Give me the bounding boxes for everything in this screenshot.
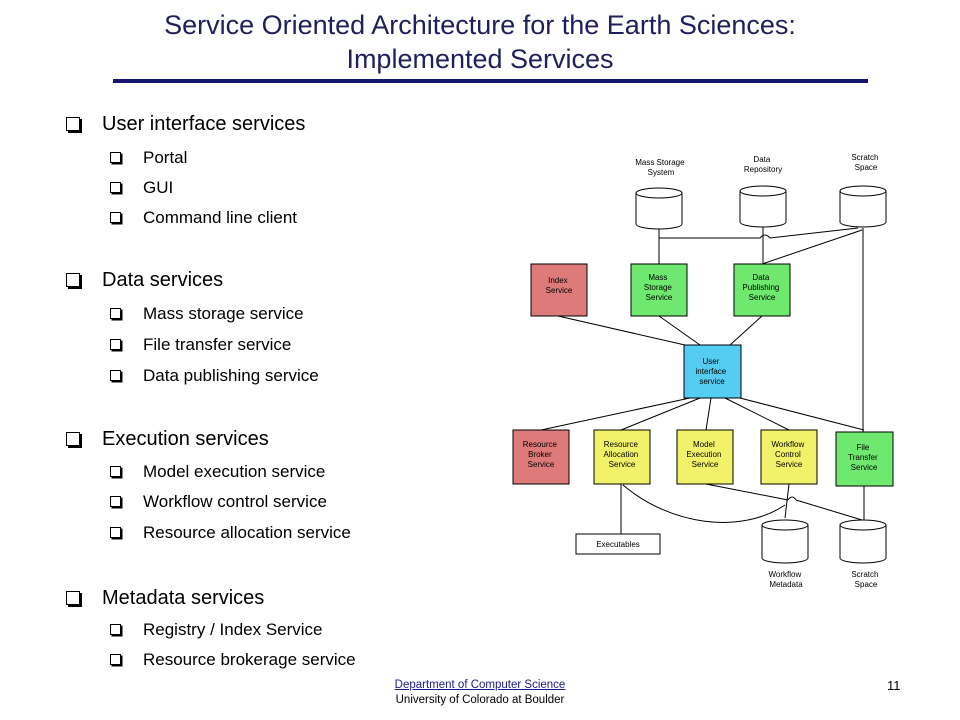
svg-text:Executables: Executables — [596, 540, 640, 549]
executables-box: Executables — [575, 533, 661, 555]
scratch-space-bottom-cylinder-icon — [839, 519, 887, 564]
mass-storage-service-box: Mass Storage Service — [630, 263, 688, 317]
section-data: Data services — [66, 268, 223, 292]
checkbox-bullet-icon — [110, 152, 121, 163]
index-service-box: Index Service — [530, 263, 588, 317]
checkbox-bullet-icon — [110, 624, 121, 635]
workflow-metadata-label: Workflow Metadata — [769, 570, 804, 589]
svg-text:Resource Allocation: Resource Allocation Service — [604, 440, 641, 469]
list-item: Mass storage service — [110, 303, 304, 325]
list-item: Resource brokerage service — [110, 649, 356, 671]
connector-lines — [540, 226, 865, 534]
svg-text:Model Execution Se: Model Execution Service — [686, 440, 723, 469]
checkbox-bullet-icon — [110, 370, 121, 381]
svg-text:Resource Broker Se: Resource Broker Service — [523, 440, 559, 469]
list-item: Command line client — [110, 207, 297, 229]
mass-storage-system-label: Mass Storage System — [635, 158, 687, 177]
list-item: Model execution service — [110, 461, 325, 483]
svg-text:Mass Storage Servi: Mass Storage Service — [644, 273, 674, 302]
mass-storage-cylinder-icon — [635, 187, 683, 230]
checkbox-bullet-icon — [110, 527, 121, 538]
scratch-space-top-label: Scratch Space — [851, 153, 880, 172]
svg-text:File Transfer Serv: File Transfer Service — [848, 443, 880, 472]
data-repository-cylinder-icon — [739, 185, 787, 228]
slide-title: Service Oriented Architecture for the Ea… — [0, 8, 960, 76]
section-user-interface: User interface services — [66, 112, 305, 136]
title-underline — [113, 79, 868, 83]
file-transfer-service-box: File Transfer Service — [835, 431, 894, 487]
checkbox-bullet-icon — [66, 591, 80, 605]
svg-text:Workflow Control S: Workflow Control Service — [772, 440, 807, 469]
list-item: GUI — [110, 177, 173, 199]
workflow-metadata-cylinder-icon — [761, 519, 809, 564]
scratch-space-top-cylinder-icon — [839, 185, 887, 228]
svg-text:User interface ser: User interface service — [696, 357, 729, 386]
list-item: Resource allocation service — [110, 522, 351, 544]
user-interface-service-box: User interface service — [683, 344, 742, 399]
footer: Department of Computer Science Universit… — [380, 678, 580, 708]
svg-text:Index Service: Index Service — [546, 276, 573, 295]
list-item: Registry / Index Service — [110, 619, 323, 641]
list-item: Portal — [110, 147, 187, 169]
data-repository-label: Data Repository — [744, 155, 782, 174]
checkbox-bullet-icon — [110, 212, 121, 223]
department-link[interactable]: Department of Computer Science — [394, 679, 566, 691]
title-line-1: Service Oriented Architecture for the Ea… — [164, 10, 796, 40]
svg-text:Data Publishing Se: Data Publishing Service — [742, 273, 781, 302]
checkbox-bullet-icon — [110, 182, 121, 193]
list-item: Data publishing service — [110, 365, 319, 387]
section-execution: Execution services — [66, 427, 269, 451]
checkbox-bullet-icon — [110, 496, 121, 507]
resource-broker-service-box: Resource Broker Service — [512, 429, 570, 485]
page-number: 11 — [887, 678, 901, 693]
checkbox-bullet-icon — [110, 466, 121, 477]
university-name: University of Colorado at Boulder — [395, 694, 565, 706]
section-metadata: Metadata services — [66, 586, 264, 610]
resource-allocation-service-box: Resource Allocation Service — [593, 429, 651, 485]
checkbox-bullet-icon — [110, 339, 121, 350]
workflow-control-service-box: Workflow Control Service — [760, 429, 818, 485]
list-item: File transfer service — [110, 334, 291, 356]
checkbox-bullet-icon — [110, 308, 121, 319]
title-line-2: Implemented Services — [346, 44, 614, 74]
checkbox-bullet-icon — [110, 654, 121, 665]
data-publishing-service-box: Data Publishing Service — [733, 263, 791, 317]
model-execution-service-box: Model Execution Service — [676, 429, 734, 485]
checkbox-bullet-icon — [66, 273, 80, 287]
checkbox-bullet-icon — [66, 432, 80, 446]
checkbox-bullet-icon — [66, 117, 80, 131]
list-item: Workflow control service — [110, 491, 327, 513]
scratch-space-bottom-label: Scratch Space — [851, 570, 880, 589]
